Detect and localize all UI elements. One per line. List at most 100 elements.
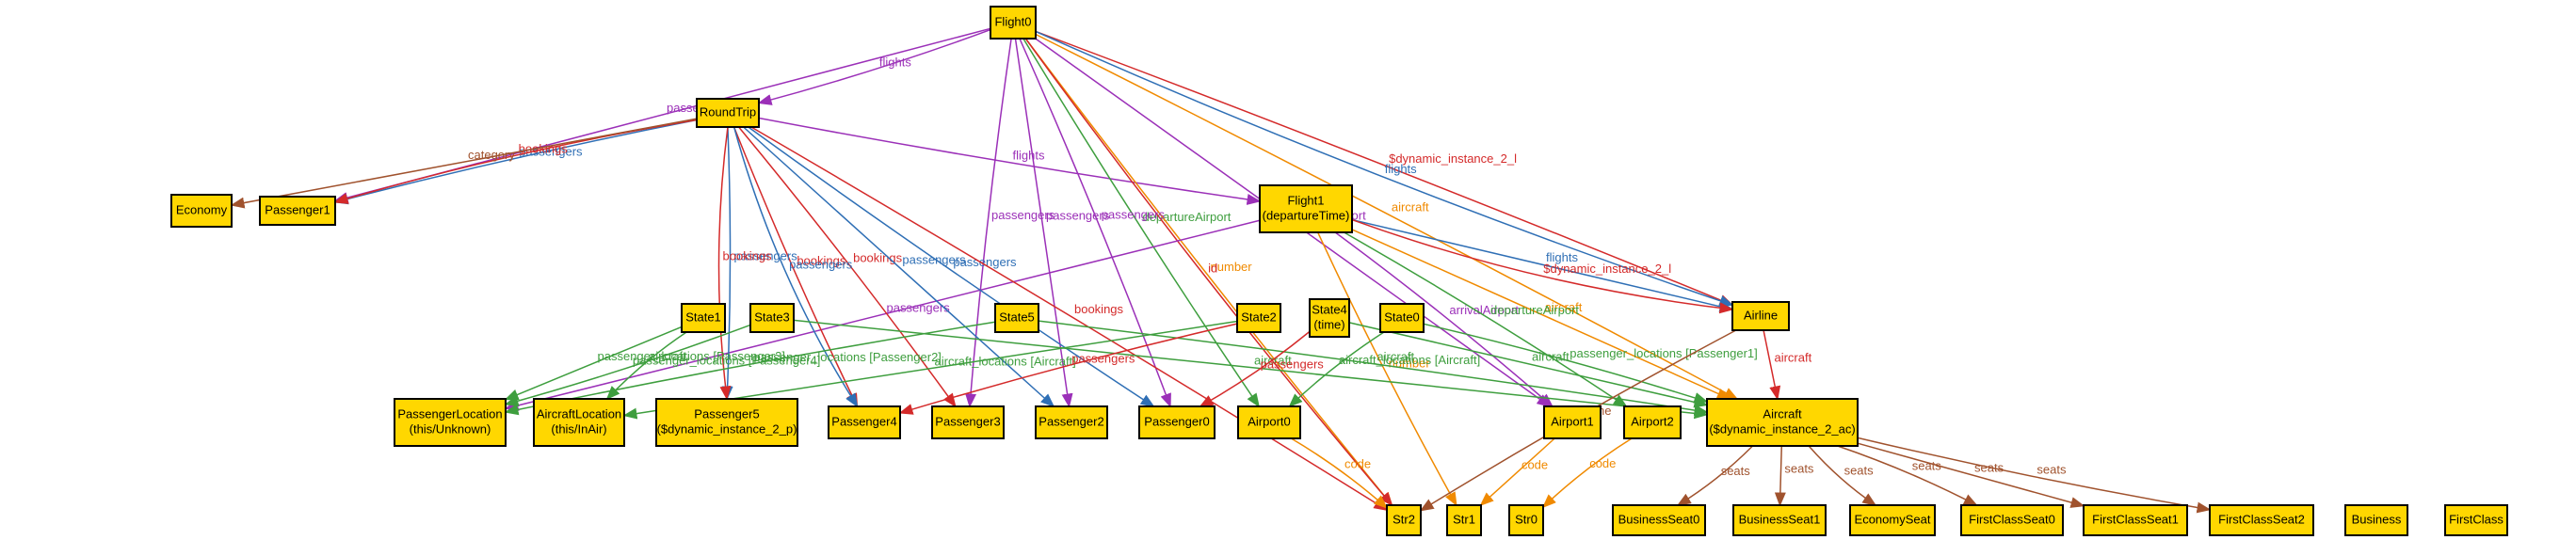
node-label: State1 [685, 310, 721, 324]
edge-label: bookings [853, 251, 903, 265]
node-label: Passenger1 [265, 202, 330, 216]
node-box [1138, 405, 1216, 439]
node-businessseat0[interactable]: BusinessSeat0 [1612, 504, 1706, 536]
edge-label: code [1589, 456, 1616, 470]
edge-label: code [1344, 457, 1371, 471]
node-firstclassseat0[interactable]: FirstClassSeat0 [1960, 504, 2064, 536]
node-passenger5[interactable]: Passenger5($dynamic_instance_2_p) [655, 398, 798, 447]
node-label: FirstClass [2449, 512, 2504, 526]
edge-label: number [1211, 260, 1253, 274]
node-firstclassseat1[interactable]: FirstClassSeat1 [2083, 504, 2188, 536]
node-roundtrip[interactable]: RoundTrip [696, 98, 760, 128]
node-business[interactable]: Business [2344, 504, 2408, 536]
edge-aircraft-businessseat1 [1774, 445, 1786, 507]
edge-label: aircraft [1392, 200, 1429, 214]
node-box [1386, 504, 1422, 536]
node-box [1706, 398, 1859, 447]
node-passenger4[interactable]: Passenger4 [828, 405, 901, 439]
node-airport1[interactable]: Airport1 [1543, 405, 1602, 439]
node-economy[interactable]: Economy [170, 194, 233, 228]
node-state4[interactable]: State4(time) [1309, 298, 1350, 338]
node-label: (departureTime) [1263, 208, 1350, 222]
edge-label: seats [1912, 459, 1942, 473]
edge-roundtrip-economy [230, 118, 698, 209]
node-passengerlocation[interactable]: PassengerLocation(this/Unknown) [394, 398, 507, 447]
edge-state3-aircraft [793, 319, 1709, 420]
node-label: Flight1 [1287, 193, 1324, 207]
node-passenger0[interactable]: Passenger0 [1138, 405, 1216, 439]
node-label: EconomySeat [1855, 512, 1931, 526]
node-label: Str0 [1515, 512, 1538, 526]
node-box [1259, 184, 1353, 233]
edge-label: aircraft [1545, 300, 1583, 314]
edge-label: passengers [1046, 209, 1110, 223]
edge-roundtrip-passenger4 [733, 126, 859, 408]
node-state2[interactable]: State2 [1236, 303, 1281, 333]
edge-label: passengers [1102, 207, 1166, 221]
node-businessseat1[interactable]: BusinessSeat1 [1732, 504, 1827, 536]
edge-label: passengers [1071, 352, 1135, 366]
node-str0[interactable]: Str0 [1508, 504, 1544, 536]
node-state3[interactable]: State3 [749, 303, 795, 333]
node-label: Economy [176, 202, 228, 216]
node-state5[interactable]: State5 [994, 303, 1039, 333]
node-airport2[interactable]: Airport2 [1623, 405, 1682, 439]
node-passenger3[interactable]: Passenger3 [931, 405, 1005, 439]
node-flight1[interactable]: Flight1(departureTime) [1259, 184, 1353, 233]
edge-label: flights [1013, 149, 1045, 163]
node-box [1379, 303, 1425, 333]
node-aircraft[interactable]: Aircraft($dynamic_instance_2_ac) [1706, 398, 1859, 447]
node-state1[interactable]: State1 [681, 303, 726, 333]
node-box [2344, 504, 2408, 536]
edge-label: passengers [902, 253, 966, 267]
edge-aircraft-firstclassseat0 [1837, 445, 1978, 506]
node-aircraftlocation[interactable]: AircraftLocation(this/InAir) [533, 398, 625, 447]
edge-state2-passenger4 [898, 323, 1238, 415]
edge-flight0-passenger3 [965, 38, 1012, 408]
edge-roundtrip-str2 [750, 126, 1389, 511]
node-box [2209, 504, 2314, 536]
edge-label: aircraft [1774, 351, 1811, 365]
node-firstclass[interactable]: FirstClass [2444, 504, 2508, 536]
edge-label: passengers [887, 300, 951, 314]
edge-label: $dynamic_instance_2_l [1389, 151, 1517, 166]
node-flight0[interactable]: Flight0 [990, 6, 1037, 40]
node-economyseat[interactable]: EconomySeat [1849, 504, 1936, 536]
edge-label: passengers [734, 249, 798, 263]
node-label: State5 [999, 310, 1035, 324]
edge-airport0-str2 [1290, 437, 1389, 509]
node-passenger1[interactable]: Passenger1 [259, 196, 336, 226]
edge-roundtrip-passenger2 [743, 126, 1055, 408]
node-label: ($dynamic_instance_2_ac) [1709, 421, 1855, 436]
edge-flight0-passenger0 [1019, 38, 1171, 408]
node-label: RoundTrip [700, 104, 756, 119]
node-label: BusinessSeat0 [1618, 512, 1700, 526]
node-state0[interactable]: State0 [1379, 303, 1425, 333]
node-box [1612, 504, 1706, 536]
edge-flight1-passengerlocation [504, 219, 1261, 411]
node-airline[interactable]: Airline [1731, 301, 1790, 331]
edge-roundtrip-flight1 [758, 117, 1262, 205]
node-label: AircraftLocation [537, 406, 621, 421]
edge-label: bookings [723, 248, 773, 262]
edge-flight1-airline [1351, 218, 1734, 312]
edge-label: seats [2037, 462, 2067, 476]
edge-roundtrip-passenger5 [721, 126, 733, 401]
node-box [259, 196, 336, 226]
node-airport0[interactable]: Airport0 [1237, 405, 1301, 439]
edges-layer: flightspassengerspassengersbookingscateg… [230, 27, 2212, 514]
edge-flight1-airline [1351, 218, 1734, 314]
node-str2[interactable]: Str2 [1386, 504, 1422, 536]
edge-airport2-str0 [1541, 437, 1633, 509]
node-passenger2[interactable]: Passenger2 [1035, 405, 1108, 439]
edge-label: code [1521, 458, 1548, 472]
edge-label: $dynamic_instance_2_l [1543, 262, 1671, 276]
node-str1[interactable]: Str1 [1446, 504, 1482, 536]
node-box [1960, 504, 2064, 536]
node-firstclassseat2[interactable]: FirstClassSeat2 [2209, 504, 2314, 536]
node-label: PassengerLocation [397, 406, 502, 421]
edge-label: seats [1784, 462, 1814, 476]
edge-aircraft-businessseat0 [1676, 445, 1754, 506]
